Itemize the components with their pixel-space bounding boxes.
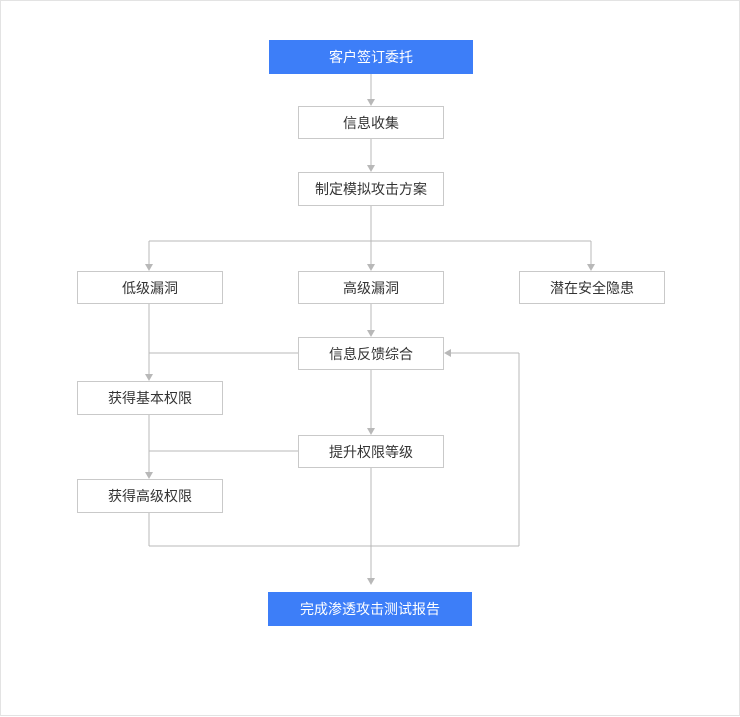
node-info-collect-label: 信息收集 xyxy=(343,115,399,132)
node-high-vuln: 高级漏洞 xyxy=(298,271,444,304)
node-start-label: 客户签订委托 xyxy=(329,50,413,66)
node-feedback-label: 信息反馈综合 xyxy=(329,346,413,363)
node-report-label: 完成渗透攻击测试报告 xyxy=(300,602,440,618)
node-high-perm: 获得高级权限 xyxy=(77,479,223,513)
node-plan-label: 制定模拟攻击方案 xyxy=(315,182,427,198)
node-high-vuln-label: 高级漏洞 xyxy=(343,280,399,297)
node-raise-perm-label: 提升权限等级 xyxy=(329,444,413,461)
node-feedback: 信息反馈综合 xyxy=(298,337,444,370)
node-potential-risk-label: 潜在安全隐患 xyxy=(550,280,634,297)
node-basic-perm-label: 获得基本权限 xyxy=(108,391,192,407)
node-high-perm-label: 获得高级权限 xyxy=(108,489,192,505)
node-low-vuln: 低级漏洞 xyxy=(77,271,223,304)
node-low-vuln-label: 低级漏洞 xyxy=(122,280,178,297)
node-report: 完成渗透攻击测试报告 xyxy=(268,592,472,626)
node-basic-perm: 获得基本权限 xyxy=(77,381,223,415)
node-start: 客户签订委托 xyxy=(269,40,473,74)
node-info-collect: 信息收集 xyxy=(298,106,444,139)
node-raise-perm: 提升权限等级 xyxy=(298,435,444,468)
node-plan: 制定模拟攻击方案 xyxy=(298,172,444,206)
node-potential-risk: 潜在安全隐患 xyxy=(519,271,665,304)
